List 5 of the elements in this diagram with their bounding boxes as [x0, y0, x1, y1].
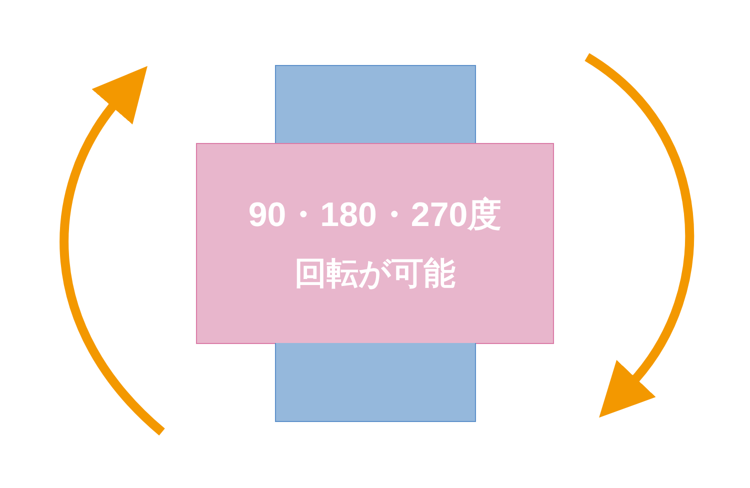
panel-text: 90・180・270度 — [248, 194, 502, 236]
rectangle-block — [275, 343, 476, 422]
text-panel — [196, 143, 554, 344]
panel-text: 回転が可能 — [294, 254, 456, 292]
rectangle-block — [275, 65, 476, 144]
